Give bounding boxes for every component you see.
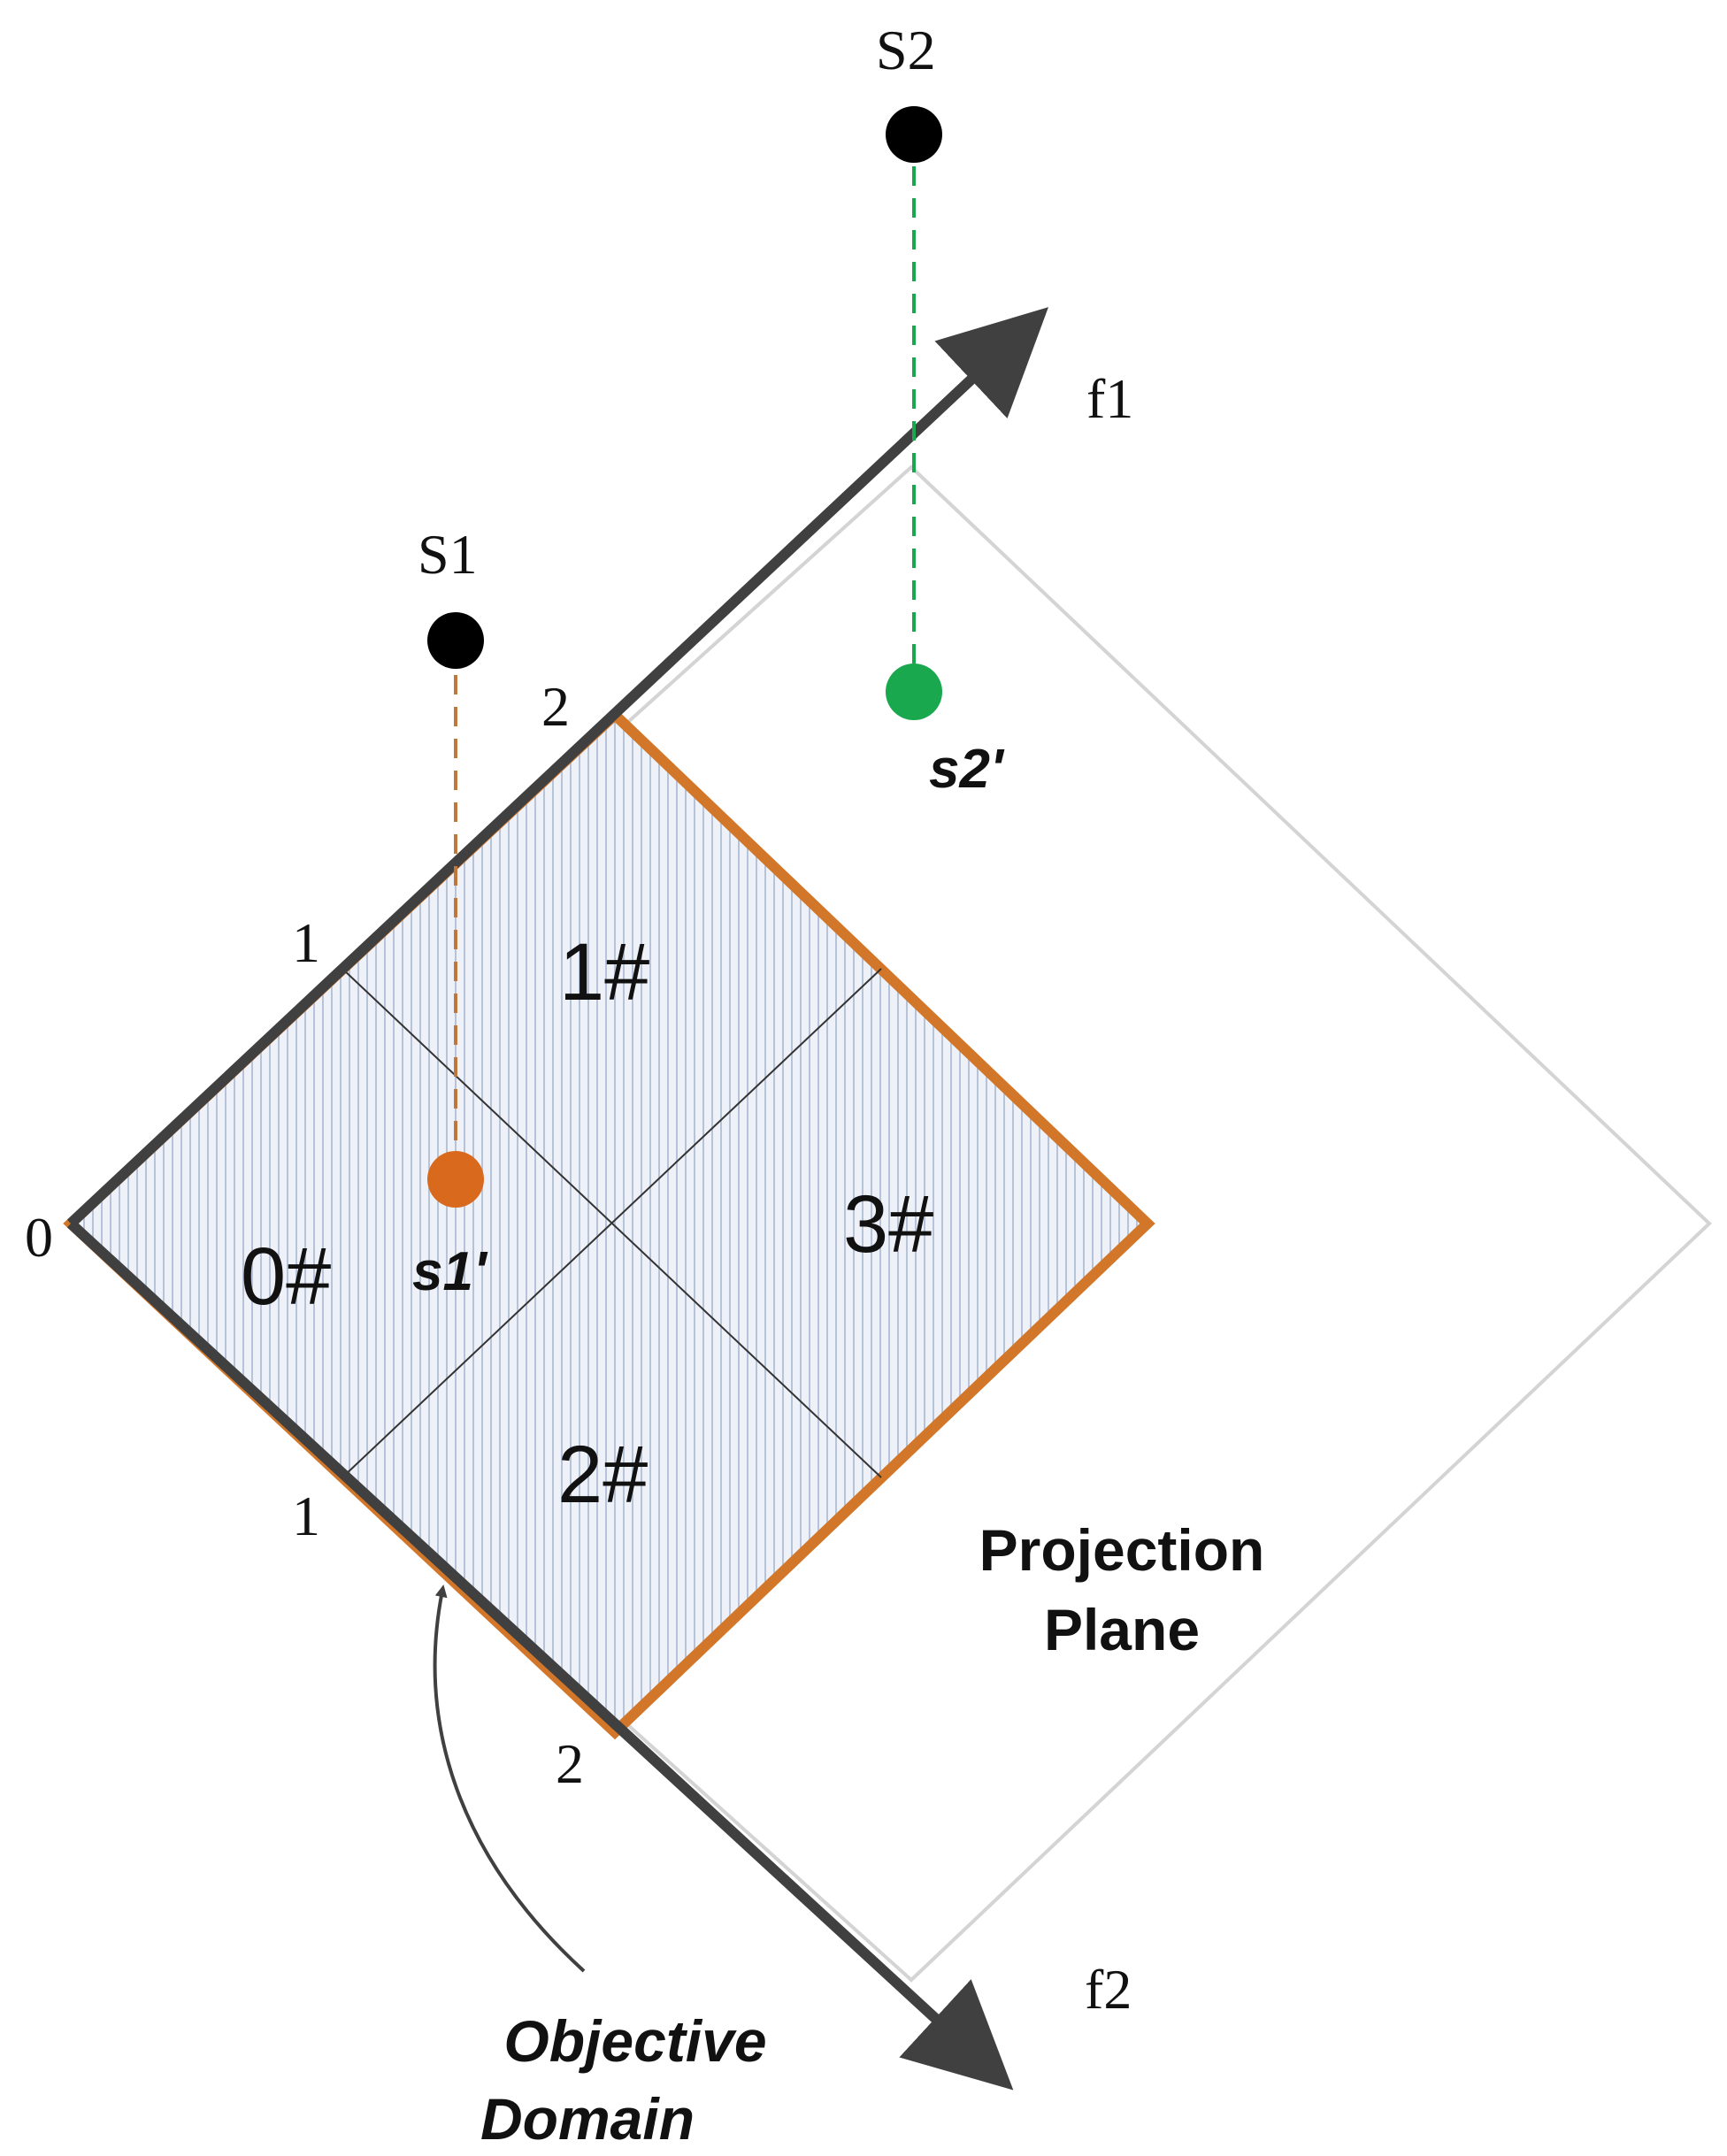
s2-projection-label: s2' bbox=[929, 739, 1005, 800]
axis-f2 bbox=[66, 1219, 1014, 2091]
axis-f1 bbox=[66, 307, 1049, 1228]
axis-f2-label: f2 bbox=[1085, 1958, 1132, 2021]
s2-projection-point bbox=[886, 664, 942, 720]
region-1: 1# bbox=[559, 927, 649, 1017]
tick-f1-2: 2 bbox=[541, 675, 570, 738]
s1-label: S1 bbox=[418, 523, 478, 586]
region-0: 0# bbox=[241, 1231, 331, 1322]
objective-domain-caption-line1: Objective bbox=[503, 2008, 766, 2074]
projection-plane-caption-line2: Plane bbox=[1044, 1597, 1200, 1662]
tick-f2-1: 1 bbox=[292, 1485, 320, 1547]
s1-projection-label: s1' bbox=[412, 1241, 488, 1302]
s1-projection-point bbox=[427, 1151, 484, 1208]
tick-f2-2: 2 bbox=[556, 1732, 584, 1795]
s2-label: S2 bbox=[876, 19, 936, 81]
projection-plane-caption-line1: Projection bbox=[979, 1517, 1265, 1583]
s1-point bbox=[427, 612, 484, 669]
axis-f1-label: f1 bbox=[1086, 367, 1133, 430]
objective-domain-caption-line2: Domain bbox=[480, 2086, 695, 2152]
grid-line-f2-1 bbox=[342, 968, 882, 1478]
tick-origin: 0 bbox=[25, 1206, 53, 1269]
objective-domain-pointer bbox=[433, 1584, 586, 1973]
tick-f1-1: 1 bbox=[292, 911, 320, 974]
region-2: 2# bbox=[557, 1430, 648, 1520]
s2-point bbox=[886, 106, 942, 163]
region-3: 3# bbox=[843, 1179, 933, 1270]
